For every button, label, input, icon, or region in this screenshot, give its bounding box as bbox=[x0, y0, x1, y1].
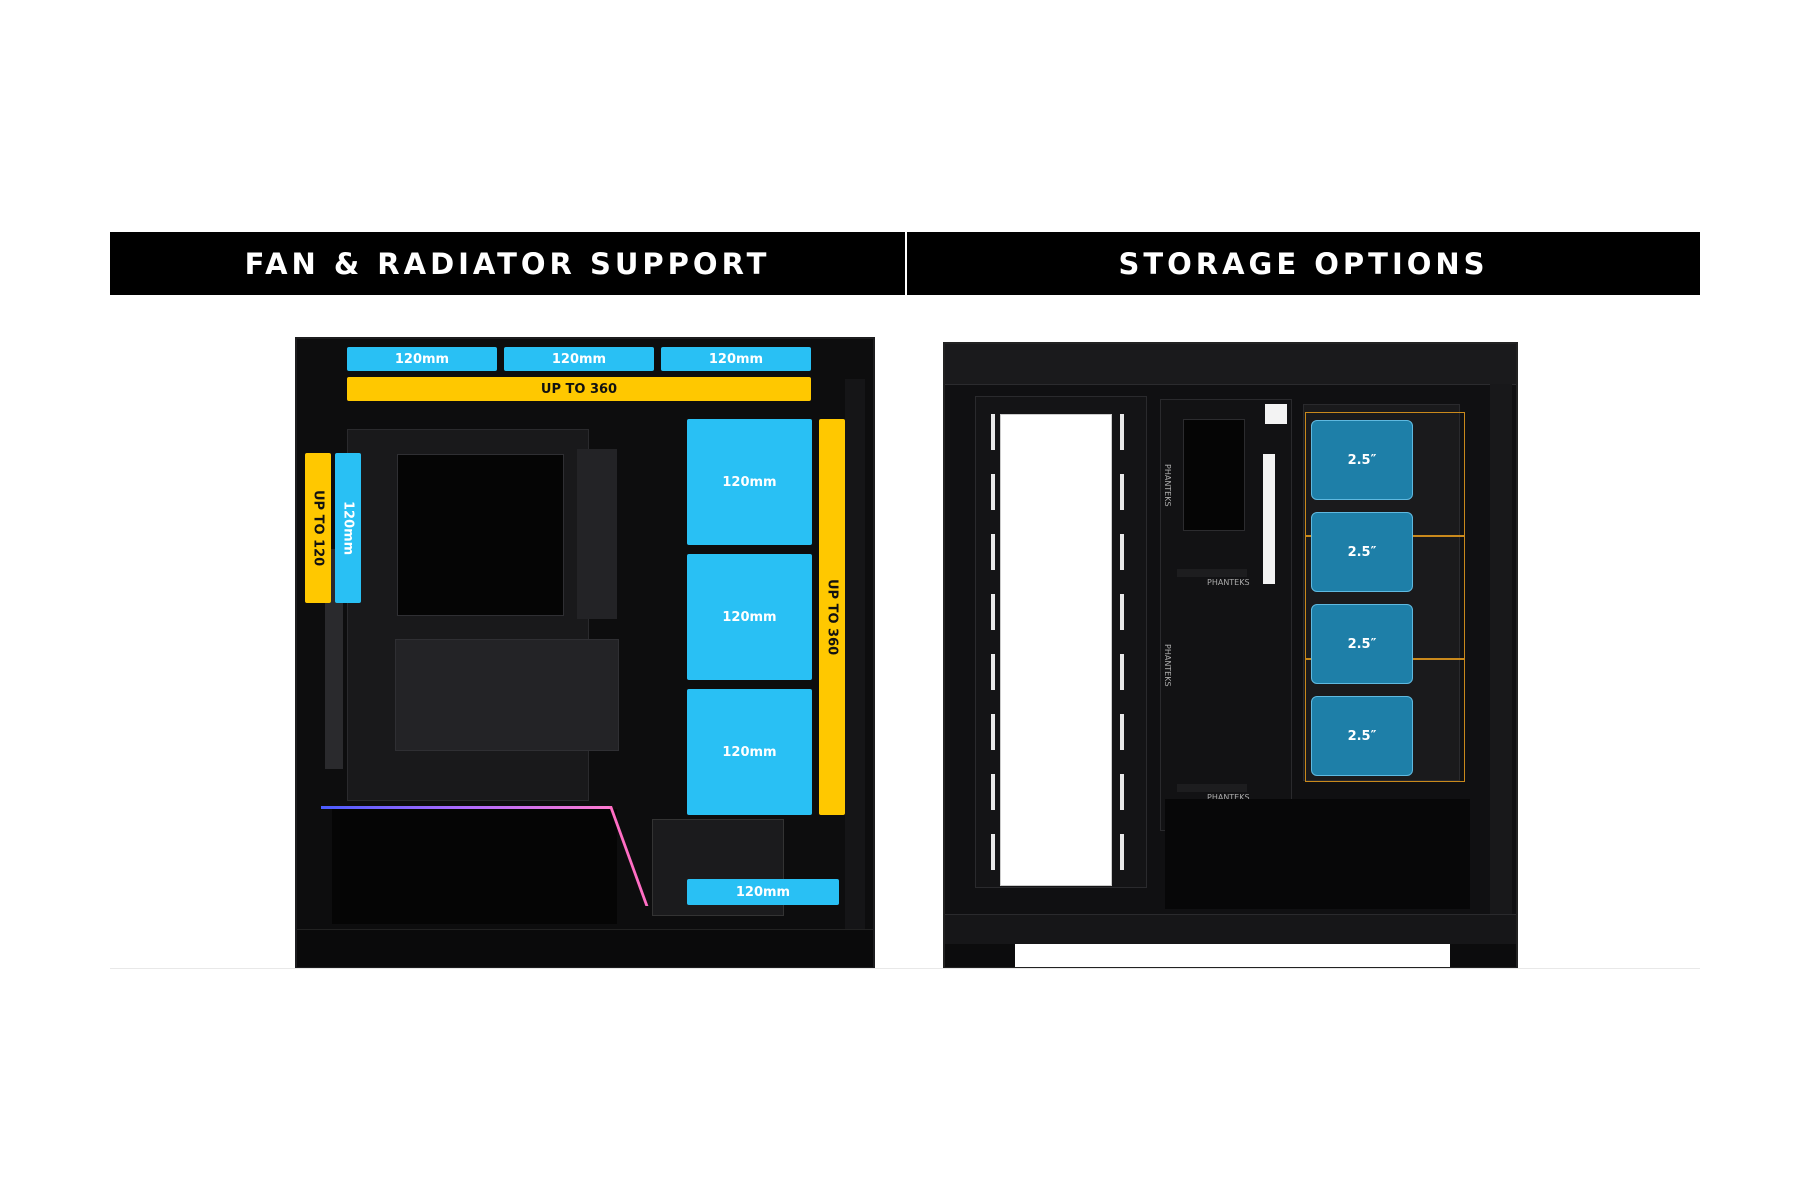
ssd-tray-1: 2.5″ bbox=[1311, 420, 1413, 500]
bracket-slot bbox=[991, 714, 995, 750]
bracket-slot bbox=[1120, 474, 1124, 510]
strap bbox=[1177, 569, 1247, 577]
top-fan-1: 120mm bbox=[347, 347, 497, 371]
top-panel bbox=[945, 344, 1518, 385]
bracket-slot bbox=[991, 594, 995, 630]
ssd-tray-3: 2.5″ bbox=[1311, 604, 1413, 684]
side-radiator-label: UP TO 360 bbox=[825, 579, 840, 655]
top-fan-3-label: 120mm bbox=[709, 352, 763, 367]
bracket-slot bbox=[991, 474, 995, 510]
top-radiator-support: UP TO 360 bbox=[347, 377, 811, 401]
case-foot-right bbox=[1450, 944, 1518, 969]
brand-mark: PHANTEKS bbox=[1163, 464, 1172, 507]
bracket-slot bbox=[1120, 654, 1124, 690]
strap bbox=[1177, 784, 1247, 792]
side-radiator-support: UP TO 360 bbox=[819, 419, 845, 815]
banner-fan-radiator-support: FAN & RADIATOR SUPPORT bbox=[110, 232, 905, 295]
bottom-rail bbox=[945, 914, 1518, 945]
bracket-slot bbox=[1120, 534, 1124, 570]
ssd-tray-4: 2.5″ bbox=[1311, 696, 1413, 776]
rear-fan-label: 120mm bbox=[341, 501, 356, 555]
side-fan-1-label: 120mm bbox=[722, 475, 776, 490]
side-fan-3: 120mm bbox=[687, 689, 812, 815]
ssd-tray-3-label: 2.5″ bbox=[1348, 637, 1377, 652]
side-fan-1: 120mm bbox=[687, 419, 812, 545]
white-cutout bbox=[1263, 454, 1275, 584]
top-fan-2: 120mm bbox=[504, 347, 654, 371]
ssd-tray-1-label: 2.5″ bbox=[1348, 453, 1377, 468]
bracket-slot bbox=[1120, 594, 1124, 630]
cable-cover bbox=[395, 639, 619, 751]
bracket-slot bbox=[1120, 774, 1124, 810]
psu-cutout bbox=[1183, 419, 1245, 531]
rear-radiator-label: UP TO 120 bbox=[311, 490, 326, 566]
floor-line bbox=[110, 968, 1700, 969]
lower-chamber bbox=[1165, 799, 1470, 909]
top-fan-1-label: 120mm bbox=[395, 352, 449, 367]
bottom-fan-label: 120mm bbox=[736, 885, 790, 900]
front-glass-edge bbox=[845, 379, 865, 959]
side-fan-2: 120mm bbox=[687, 554, 812, 680]
top-fan-3: 120mm bbox=[661, 347, 811, 371]
rear-radiator-support: UP TO 120 bbox=[305, 453, 331, 603]
white-cutout bbox=[1265, 404, 1287, 424]
rear-fan: 120mm bbox=[335, 453, 361, 603]
pc-case-fan-layout: 120mm 120mm 120mm UP TO 360 UP TO 120 12… bbox=[295, 337, 875, 969]
side-fan-2-label: 120mm bbox=[722, 610, 776, 625]
banner-title: FAN & RADIATOR SUPPORT bbox=[245, 247, 771, 281]
bracket-slot bbox=[991, 534, 995, 570]
pc-case-storage-layout: PHANTEKS PHANTEKS PHANTEKS PHANTEKS 2.5″… bbox=[943, 342, 1518, 969]
bracket-slot bbox=[1120, 414, 1124, 450]
brand-mark: PHANTEKS bbox=[1163, 644, 1172, 687]
bottom-fan: 120mm bbox=[687, 879, 839, 905]
bracket-slot bbox=[991, 654, 995, 690]
ssd-tray-2: 2.5″ bbox=[1311, 512, 1413, 592]
top-radiator-label: UP TO 360 bbox=[541, 382, 617, 397]
cable-grommets bbox=[577, 449, 617, 619]
side-fan-3-label: 120mm bbox=[722, 745, 776, 760]
floor-gap bbox=[1015, 944, 1450, 969]
bracket-slot bbox=[1120, 834, 1124, 870]
front-panel-edge bbox=[1490, 384, 1512, 924]
banner-title: STORAGE OPTIONS bbox=[1118, 247, 1488, 281]
banner-storage-options: STORAGE OPTIONS bbox=[907, 232, 1700, 295]
bracket-slot bbox=[991, 414, 995, 450]
ssd-tray-2-label: 2.5″ bbox=[1348, 545, 1377, 560]
brand-mark: PHANTEKS bbox=[1207, 578, 1250, 587]
side-window bbox=[1000, 414, 1112, 886]
cpu-cutout bbox=[397, 454, 564, 616]
bracket-slot bbox=[991, 774, 995, 810]
top-fan-2-label: 120mm bbox=[552, 352, 606, 367]
case-foot-left bbox=[945, 944, 1015, 969]
ssd-tray-4-label: 2.5″ bbox=[1348, 729, 1377, 744]
psu-shroud bbox=[332, 809, 617, 924]
case-base bbox=[297, 929, 875, 969]
rgb-strip bbox=[321, 806, 611, 809]
bracket-slot bbox=[991, 834, 995, 870]
bracket-slot bbox=[1120, 714, 1124, 750]
